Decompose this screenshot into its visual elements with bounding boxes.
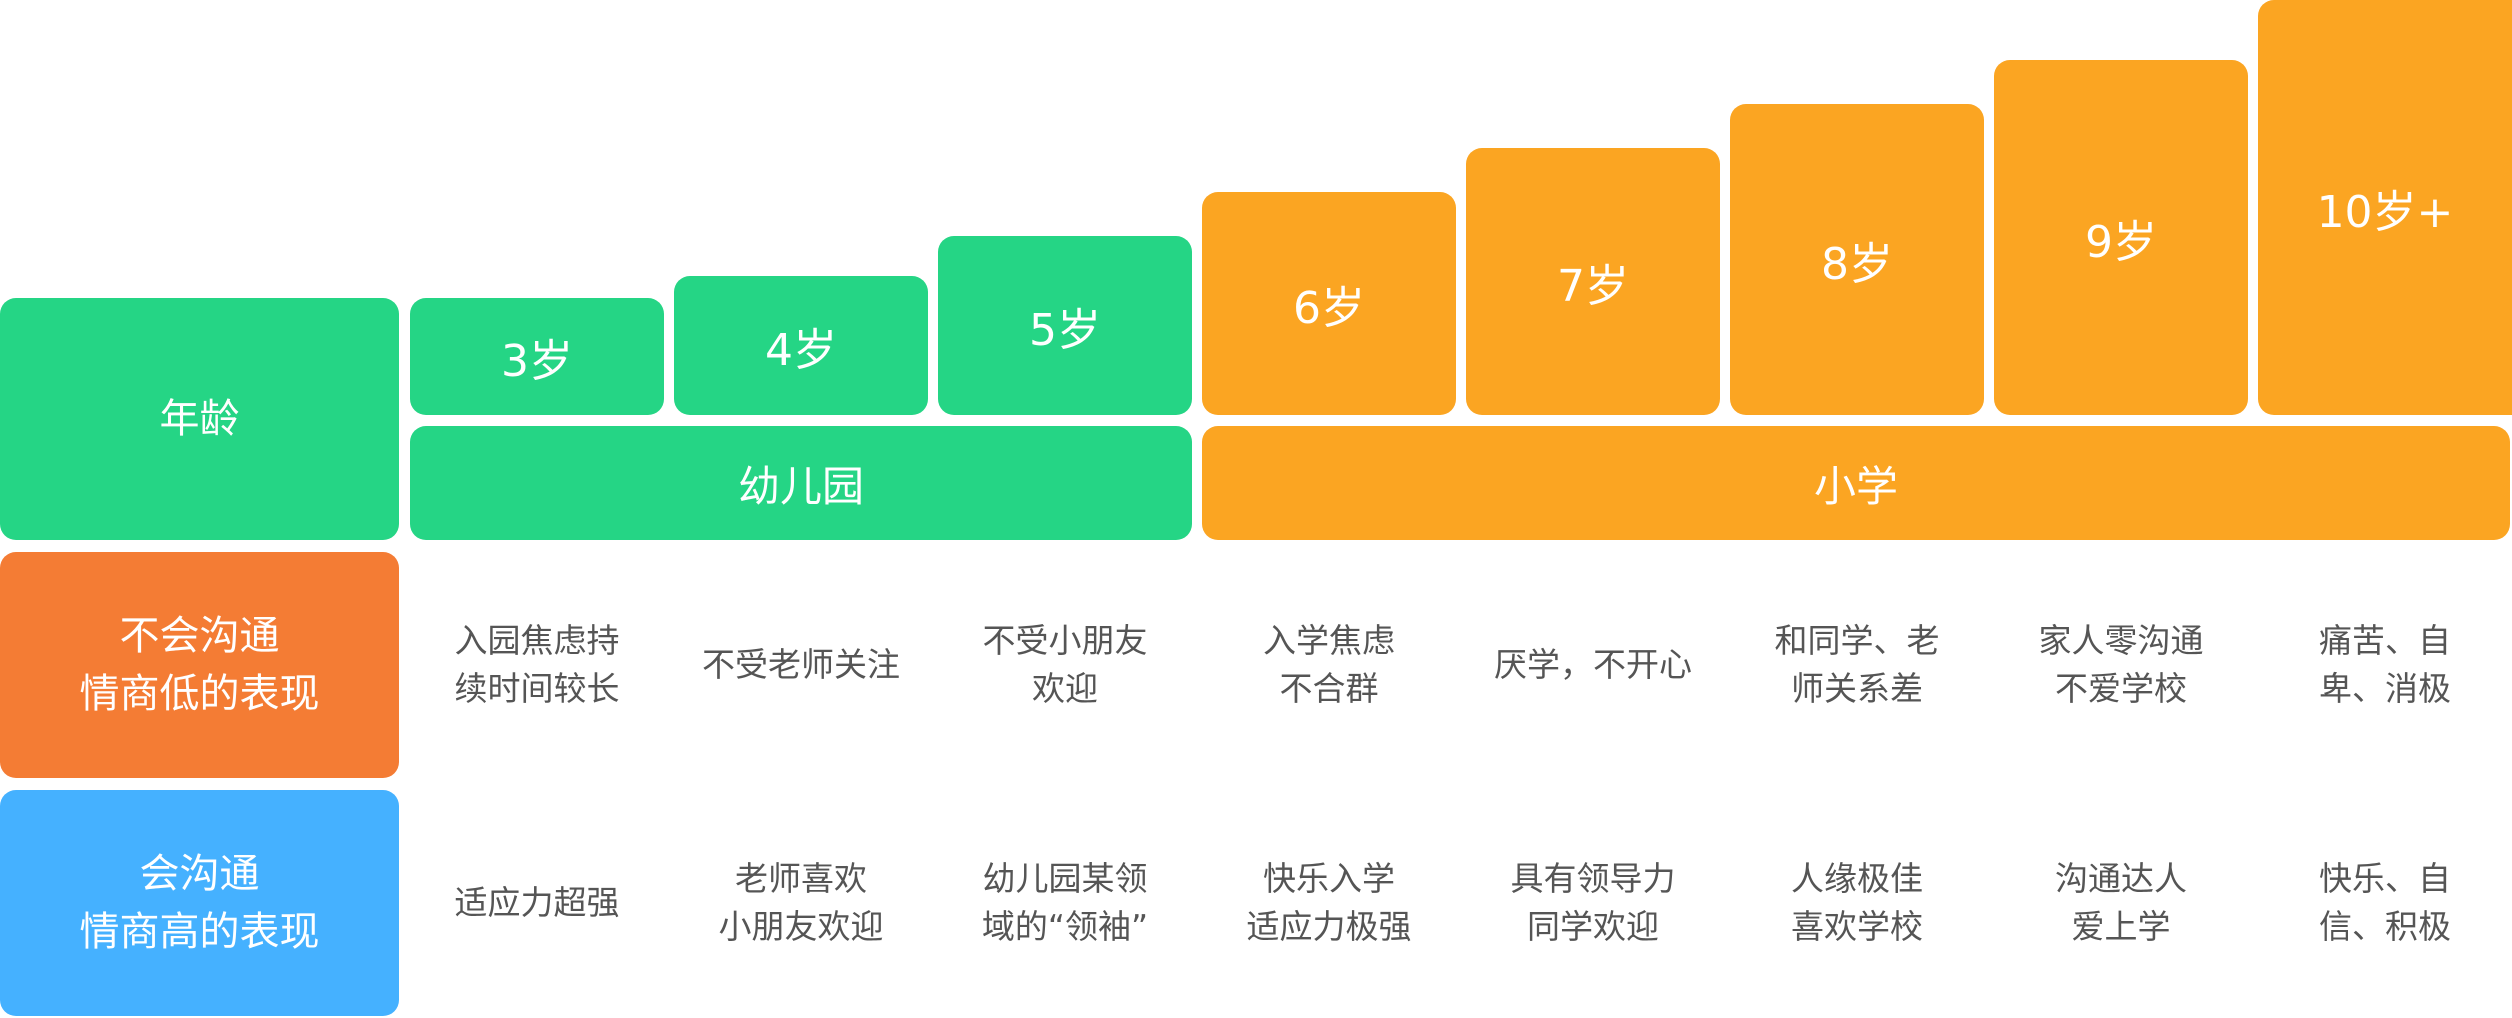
row-label-high-eq: 会沟通 情商高的表现 — [0, 790, 399, 1016]
age-label: 7岁 — [1557, 260, 1629, 312]
row-label-age: 年龄 — [0, 298, 399, 540]
row-label-high-eq-line-1: 会沟通 — [139, 851, 260, 897]
cell-text: 欢迎 — [1032, 669, 1098, 708]
cell-text: 师关系差 — [1791, 669, 1923, 708]
cell-text: 痛苦、自 — [2319, 621, 2451, 660]
cell-text: 不合群 — [1279, 669, 1379, 708]
cell-text: 适应力超强 — [454, 883, 620, 922]
stage-kindergarten-label: 幼儿园 — [737, 461, 864, 511]
cell-text: 不受老师关注 — [702, 645, 900, 684]
high-eq-cell-3: 适应力超强 — [412, 790, 662, 1016]
age-label: 8岁 — [1821, 238, 1893, 290]
cell-text: 信、积极 — [2319, 907, 2451, 946]
cell-text: 入学焦虑 — [1263, 621, 1395, 660]
row-label-low-eq-line-1: 不会沟通 — [119, 613, 280, 659]
cell-text: 喜欢学校 — [1791, 907, 1923, 946]
high-eq-cell-4: 老师喜欢 小朋友欢迎 — [676, 790, 926, 1016]
stage-kindergarten: 幼儿园 — [410, 426, 1192, 540]
cell-text: 快乐、自 — [2319, 859, 2451, 898]
low-eq-cell-6: 入学焦虑 不合群 — [1204, 552, 1454, 778]
low-eq-cell-4: 不受老师关注 — [676, 552, 926, 778]
low-eq-cell-3: 入园焦虑持 续时间较长 — [412, 552, 662, 778]
cell-text: 老师喜欢 — [735, 859, 867, 898]
age-label: 10岁+ — [2316, 186, 2454, 238]
row-label-low-eq: 不会沟通 情商低的表现 — [0, 552, 399, 778]
age-block-6: 6岁 — [1202, 192, 1456, 415]
cell-text: 厌学，不开心 — [1494, 645, 1692, 684]
cell-text: 小朋友欢迎 — [718, 907, 884, 946]
cell-text: 家人零沟通 — [2038, 621, 2204, 660]
cell-text: 续时间较长 — [454, 669, 620, 708]
cell-text: 不受小朋友 — [982, 621, 1148, 660]
age-label: 6岁 — [1293, 282, 1365, 334]
cell-text: 卑、消极 — [2319, 669, 2451, 708]
cell-text: 和同学、老 — [1774, 621, 1940, 660]
age-block-8: 8岁 — [1730, 104, 1984, 415]
high-eq-cell-7: 具有领导力 同学欢迎 — [1468, 790, 1718, 1016]
cell-text: 具有领导力 — [1510, 859, 1676, 898]
cell-text: 快乐入学 — [1263, 859, 1395, 898]
high-eq-cell-10-plus: 快乐、自 信、积极 — [2260, 790, 2510, 1016]
age-label: 4岁 — [765, 324, 837, 376]
age-label: 5岁 — [1029, 304, 1101, 356]
cell-text: 同学欢迎 — [1527, 907, 1659, 946]
age-block-7: 7岁 — [1466, 148, 1720, 415]
age-block-10-plus: 10岁+ — [2258, 0, 2512, 415]
age-block-5: 5岁 — [938, 236, 1192, 415]
cell-text: 沟通达人 — [2055, 859, 2187, 898]
low-eq-cell-7: 厌学，不开心 — [1468, 552, 1718, 778]
stage-primary: 小学 — [1202, 426, 2510, 540]
low-eq-cell-8: 和同学、老 师关系差 — [1732, 552, 1982, 778]
age-block-4: 4岁 — [674, 276, 928, 415]
cell-text: 幼儿园某领 — [982, 859, 1148, 898]
high-eq-cell-8: 人缘极佳 喜欢学校 — [1732, 790, 1982, 1016]
row-label-age-text: 年龄 — [159, 396, 240, 442]
age-block-9: 9岁 — [1994, 60, 2248, 415]
low-eq-cell-10-plus: 痛苦、自 卑、消极 — [2260, 552, 2510, 778]
cell-text: 域的“领袖” — [981, 907, 1149, 946]
row-label-high-eq-line-2: 情商高的表现 — [79, 909, 320, 955]
age-label: 9岁 — [2085, 216, 2157, 268]
cell-text: 不爱学校 — [2055, 669, 2187, 708]
row-label-low-eq-line-2: 情商低的表现 — [79, 671, 320, 717]
high-eq-cell-9: 沟通达人 爱上学 — [1996, 790, 2246, 1016]
low-eq-cell-9: 家人零沟通 不爱学校 — [1996, 552, 2246, 778]
stage-primary-label: 小学 — [1813, 461, 1898, 511]
cell-text: 入园焦虑持 — [454, 621, 620, 660]
low-eq-cell-5: 不受小朋友 欢迎 — [940, 552, 1190, 778]
cell-text: 适应力极强 — [1246, 907, 1412, 946]
high-eq-cell-6: 快乐入学 适应力极强 — [1204, 790, 1454, 1016]
age-label: 3岁 — [501, 335, 573, 387]
cell-text: 人缘极佳 — [1791, 859, 1923, 898]
age-block-3: 3岁 — [410, 298, 664, 415]
cell-text: 爱上学 — [2071, 907, 2171, 946]
high-eq-cell-5: 幼儿园某领 域的“领袖” — [940, 790, 1190, 1016]
